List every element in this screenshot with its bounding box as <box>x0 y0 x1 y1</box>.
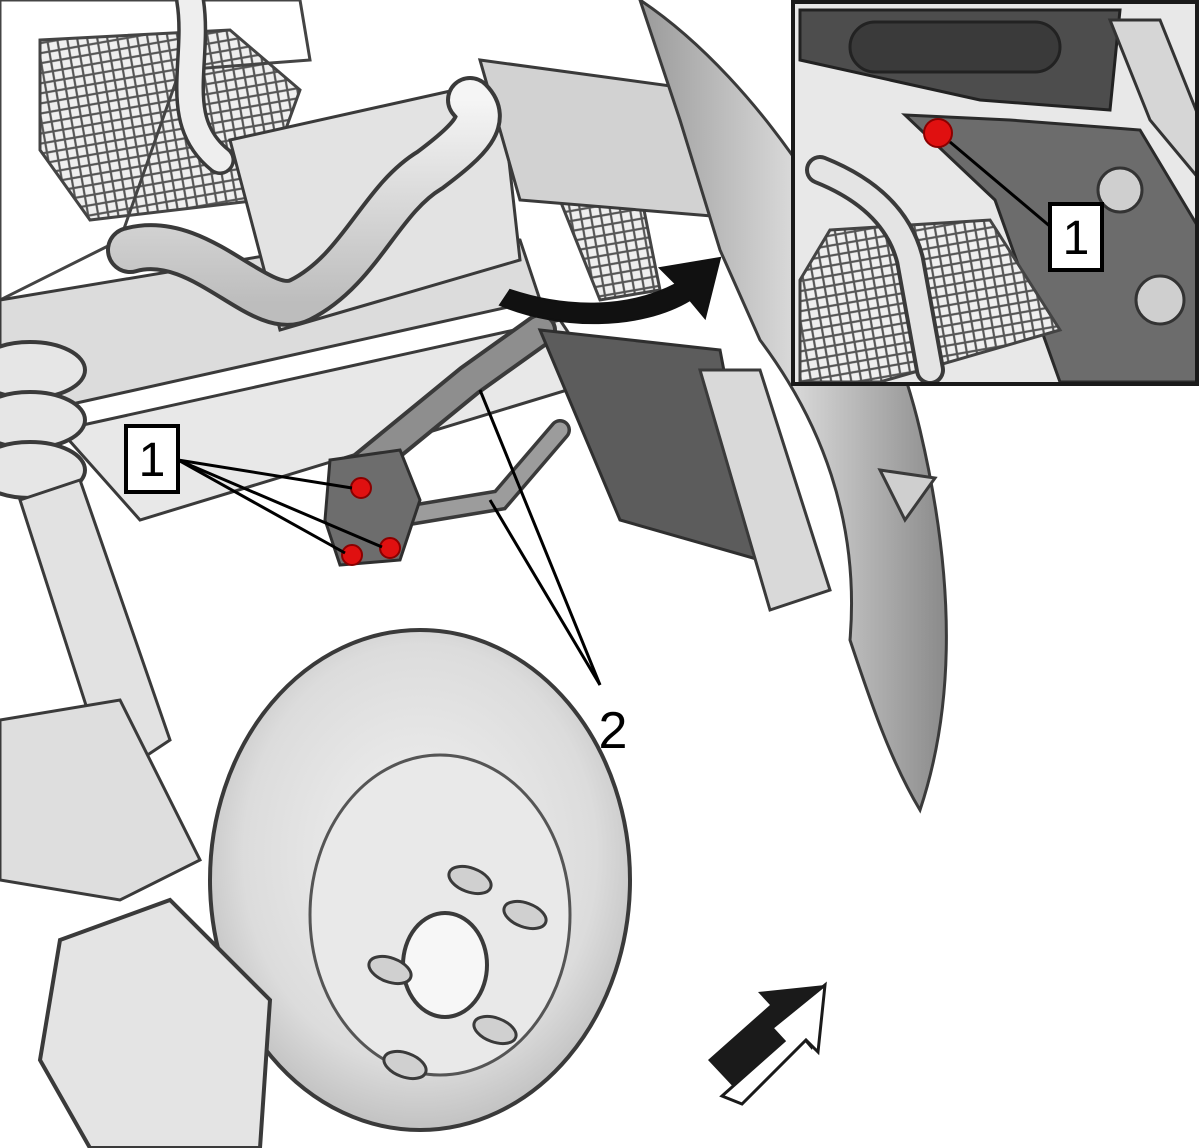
fastener-marker <box>350 477 372 499</box>
wiring-harness-fill <box>347 317 553 483</box>
forward-direction-arrow-icon <box>708 981 827 1106</box>
control-module-housing <box>698 368 832 612</box>
callout-1-box <box>124 424 180 494</box>
coolant-hose-fill <box>110 80 498 323</box>
brake-caliper <box>37 897 273 1148</box>
callout-2-leader-lines <box>478 389 602 686</box>
inset-callout-leader-line <box>949 140 1053 230</box>
fastener-marker <box>379 537 401 559</box>
callout-1-label: 1 <box>139 434 166 487</box>
inset-fastener-marker <box>923 118 953 148</box>
coolant-hose-upper-fill <box>178 0 232 172</box>
connector-bracket <box>323 448 422 567</box>
brake-disc <box>208 628 632 1132</box>
detail-inset: 1 <box>791 0 1199 386</box>
knuckle <box>0 698 203 902</box>
fastener-marker <box>341 544 363 566</box>
wheel-arch-liner-lip <box>877 468 938 523</box>
wiring-harness-lower-fill <box>372 422 568 528</box>
strut-body <box>18 478 172 783</box>
curved-arrow-icon <box>498 256 722 325</box>
main-view: 1 2 <box>0 0 948 1148</box>
callout-1-leader-lines <box>177 458 383 555</box>
callout-2-label: 2 <box>599 702 628 760</box>
strut-coil-spring <box>0 340 87 500</box>
inset-callout-1-box <box>1048 202 1104 272</box>
inset-callout-1-label: 1 <box>1063 212 1090 265</box>
